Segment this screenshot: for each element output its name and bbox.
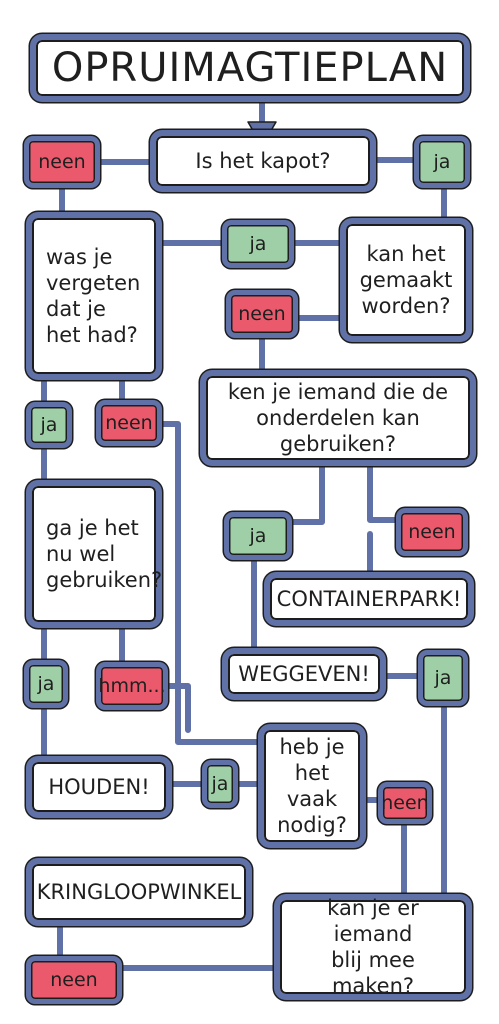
answer-vergeten-ja-top: ja — [222, 220, 294, 268]
answer-kapot-ja: ja — [414, 136, 470, 188]
line-onderdelen-ja — [287, 459, 325, 525]
answer-kapot-neen: neen — [24, 136, 100, 188]
answer-gemaakt-neen: neen — [226, 290, 298, 338]
outcome-kringloop: KRINGLOOPWINKEL — [26, 858, 252, 926]
line-onderdelen-neen — [367, 459, 401, 523]
line-hmm-vaak — [163, 683, 191, 733]
question-gemaakt: kan het gemaakt worden? — [340, 218, 472, 342]
line-neen-vaak — [157, 421, 265, 745]
answer-gebruiken-hmm: hmm... — [96, 662, 168, 710]
outcome-weggeven: WEGGEVEN! — [222, 648, 386, 700]
question-blij-maken: kan je er iemand blij mee maken? — [274, 894, 472, 1000]
answer-houden-ja: ja — [202, 760, 238, 808]
question-vergeten: was je vergeten dat je het had? — [26, 212, 162, 380]
question-kapot: Is het kapot? — [150, 130, 376, 192]
outcome-containerpark: CONTAINERPARK! — [264, 572, 474, 626]
answer-onderdelen-neen: neen — [396, 508, 468, 556]
answer-weggeven-ja: ja — [418, 650, 468, 706]
answer-vaak-neen: neen — [378, 782, 432, 824]
question-vaak-nodig: heb je het vaak nodig? — [258, 724, 366, 848]
answer-kring-neen: neen — [26, 956, 122, 1004]
outcome-houden: HOUDEN! — [26, 756, 172, 818]
question-gebruiken: ga je het nu wel gebruiken? — [26, 480, 162, 628]
answer-gebruiken-ja: ja — [24, 660, 68, 708]
page-title: OPRUIMAGTIEPLAN — [30, 34, 470, 102]
answer-vergeten-neen: neen — [96, 400, 162, 446]
question-onderdelen: ken je iemand die de onderdelen kan gebr… — [200, 370, 476, 466]
answer-onderdelen-ja: ja — [224, 512, 292, 560]
answer-vergeten-ja: ja — [26, 402, 72, 448]
